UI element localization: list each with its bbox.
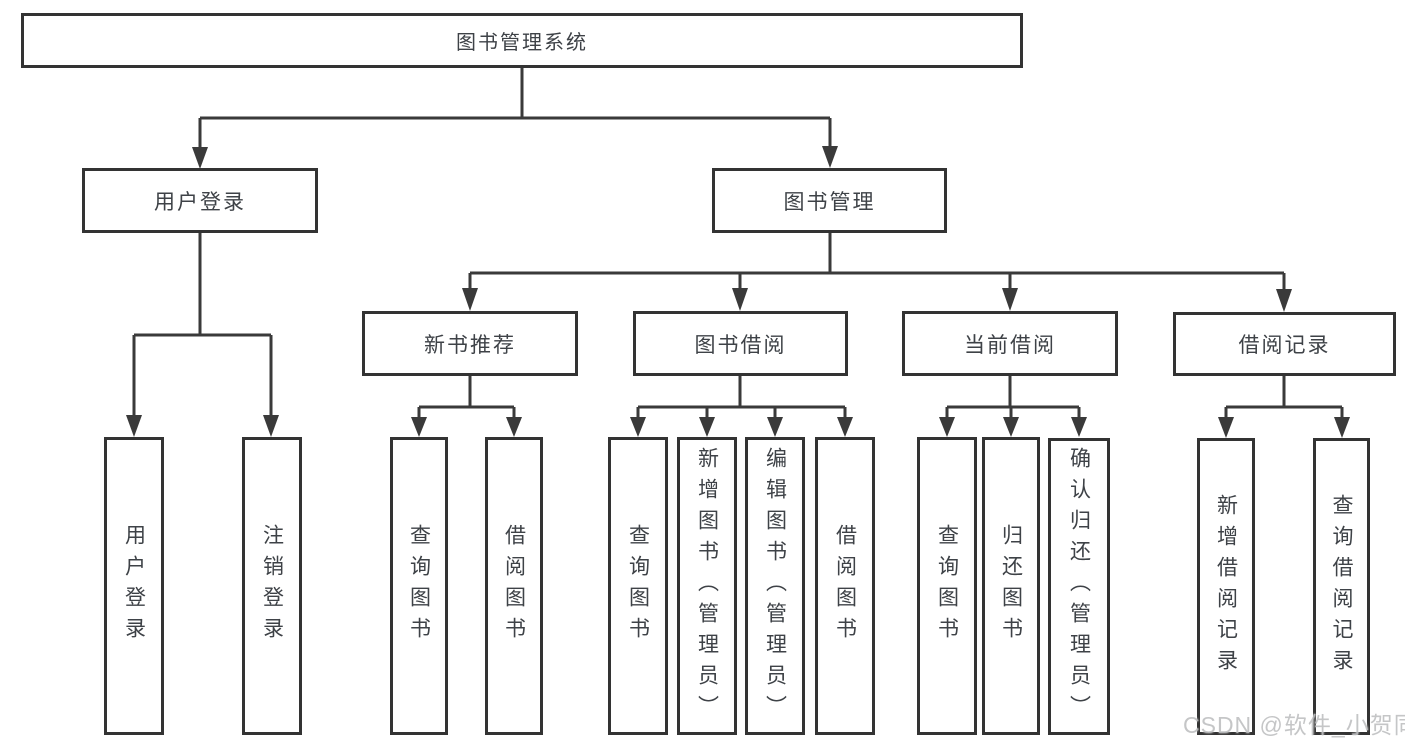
leaf-query-book-recommend-label: 查询图书 xyxy=(407,524,431,648)
leaf-user-login: 用户登录 xyxy=(104,437,164,735)
leaf-query-book-borrow: 查询图书 xyxy=(608,437,668,735)
node-user-login-label: 用户登录 xyxy=(154,190,246,214)
leaf-logout-label: 注销登录 xyxy=(260,524,284,648)
node-book-borrow: 图书借阅 xyxy=(633,311,848,376)
leaf-confirm-return-admin: 确认归还（管理员） xyxy=(1048,438,1110,735)
leaf-borrow-book: 借阅图书 xyxy=(815,437,875,735)
leaf-add-book-admin-label: 新增图书（管理员） xyxy=(695,446,719,726)
leaf-query-book-recommend: 查询图书 xyxy=(390,437,448,735)
leaf-edit-book-admin-label: 编辑图书（管理员） xyxy=(763,446,787,726)
leaf-query-book-borrow-label: 查询图书 xyxy=(626,524,650,648)
arrowheads xyxy=(126,146,1350,438)
leaf-add-borrow-record-label: 新增借阅记录 xyxy=(1214,493,1238,680)
node-book-borrow-label: 图书借阅 xyxy=(694,333,787,357)
node-borrow-record: 借阅记录 xyxy=(1173,312,1396,376)
node-book-management: 图书管理 xyxy=(712,168,947,233)
node-book-management-label: 图书管理 xyxy=(783,190,876,214)
leaf-borrow-book-recommend: 借阅图书 xyxy=(485,437,543,735)
leaf-query-borrow-record: 查询借阅记录 xyxy=(1313,438,1370,735)
node-borrow-record-label: 借阅记录 xyxy=(1238,334,1331,357)
leaf-add-book-admin: 新增图书（管理员） xyxy=(677,437,737,735)
leaf-logout: 注销登录 xyxy=(242,437,302,735)
node-new-book-recommend: 新书推荐 xyxy=(362,311,578,376)
leaf-query-borrow-record-label: 查询借阅记录 xyxy=(1330,493,1353,680)
leaf-return-book-label: 归还图书 xyxy=(999,524,1023,648)
node-root: 图书管理系统 xyxy=(21,13,1023,68)
leaf-borrow-book-recommend-label: 借阅图书 xyxy=(502,524,526,648)
leaf-user-login-label: 用户登录 xyxy=(122,524,146,648)
leaf-add-borrow-record: 新增借阅记录 xyxy=(1197,438,1255,735)
node-current-borrow-label: 当前借阅 xyxy=(964,333,1056,357)
leaf-query-book-current-label: 查询图书 xyxy=(935,524,959,648)
node-user-login: 用户登录 xyxy=(82,168,318,233)
leaf-borrow-book-label: 借阅图书 xyxy=(833,524,857,648)
node-new-book-recommend-label: 新书推荐 xyxy=(424,333,516,357)
node-current-borrow: 当前借阅 xyxy=(902,311,1118,376)
node-root-label: 图书管理系统 xyxy=(456,32,588,54)
leaf-confirm-return-admin-label: 确认归还（管理员） xyxy=(1067,447,1091,726)
connector-segments xyxy=(132,68,1344,417)
leaf-query-book-current: 查询图书 xyxy=(917,437,977,735)
leaf-return-book: 归还图书 xyxy=(982,437,1040,735)
csdn-watermark: CSDN @软件_小贺同学 xyxy=(1183,712,1405,738)
leaf-edit-book-admin: 编辑图书（管理员） xyxy=(745,437,805,735)
